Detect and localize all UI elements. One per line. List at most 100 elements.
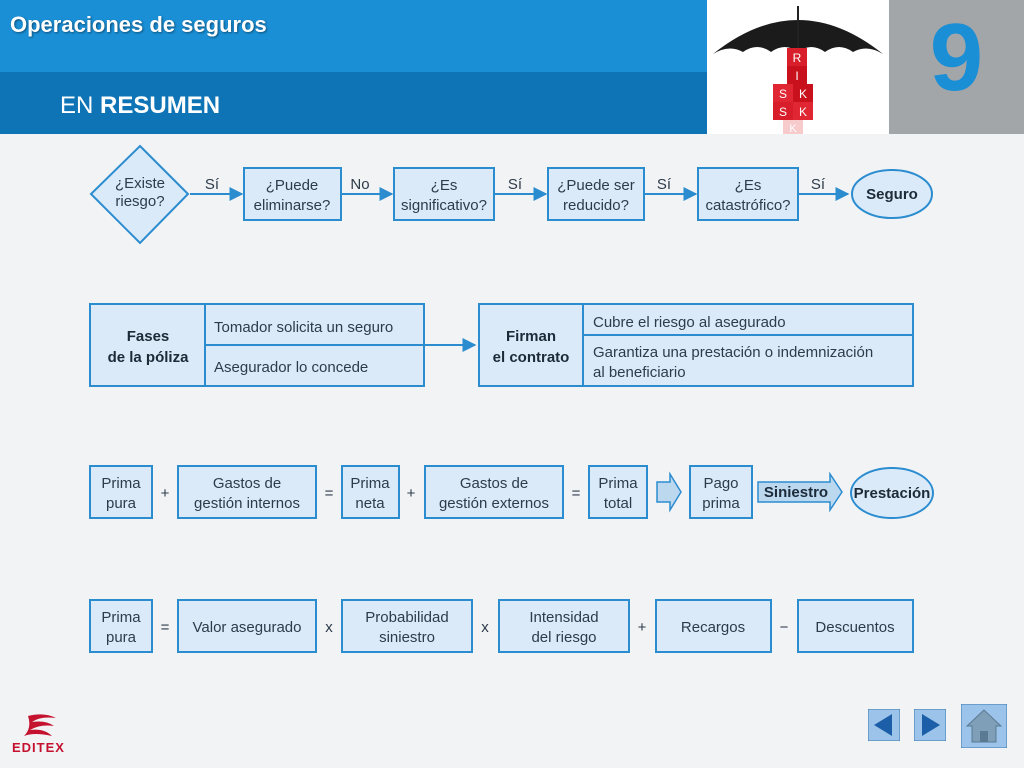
- header-bar: Operaciones de seguros: [0, 0, 707, 72]
- section-title: EN RESUMEN: [60, 92, 220, 120]
- term-pago-prima-line1: Pago: [703, 475, 738, 492]
- term-prima-neta-line1: Prima: [350, 475, 390, 492]
- edge-label-si-1: Sí: [205, 176, 220, 193]
- term-pago-prima: [689, 465, 753, 519]
- term-gastos-externos-line1: Gastos de: [460, 475, 528, 492]
- phase-asegurador-concede: Asegurador lo concede: [214, 359, 368, 376]
- event-siniestro: Siniestro: [764, 484, 828, 501]
- term-gastos-internos: [177, 465, 317, 519]
- siniestro-arrow: [757, 471, 843, 513]
- f4-prima-pura-line1: Prima: [101, 609, 141, 626]
- f4-operator-equals: =: [161, 619, 170, 636]
- box-es-catastrofico-line2: catastrófico?: [705, 197, 790, 214]
- term-pago-prima-line2: prima: [702, 495, 740, 512]
- term-prima-pura-line1: Prima: [101, 475, 141, 492]
- f4-operator-plus: +: [638, 619, 647, 636]
- f4-recargos-label: Recargos: [681, 619, 745, 636]
- chapter-number-panel: 9: [889, 0, 1024, 134]
- phases-label-line2: de la póliza: [108, 349, 190, 366]
- cube-letter-k: K: [799, 87, 807, 101]
- phases-label-line1: Fases: [127, 328, 170, 345]
- term-gastos-externos-line2: gestión externos: [439, 495, 549, 512]
- cube-letter-k2: K: [799, 105, 807, 119]
- term-prima-pura: [89, 465, 153, 519]
- f4-intensidad-line1: Intensidad: [529, 609, 598, 626]
- contract-box: [478, 303, 914, 387]
- term-prima-total-line2: total: [604, 495, 632, 512]
- cube-letter-i: I: [795, 69, 798, 83]
- next-slide-button[interactable]: [913, 708, 947, 742]
- operator-plus-1: +: [161, 485, 170, 502]
- editex-logo-text: EDITEX: [12, 740, 65, 755]
- chapter-number: 9: [929, 4, 984, 111]
- f4-operator-minus: −: [780, 619, 789, 636]
- box-es-catastrofico-line1: ¿Es: [735, 177, 762, 194]
- decision-flow: ¿Existe riesgo? Sí ¿Puede eliminarse? No…: [89, 144, 933, 245]
- term-gastos-externos: [424, 465, 564, 519]
- section-title-prefix: EN: [60, 92, 94, 119]
- cube-letter-k3: K: [789, 123, 797, 134]
- effect-garantiza-line1: Garantiza una prestación o indemnización: [593, 344, 873, 361]
- f4-probabilidad-siniestro: [341, 599, 473, 653]
- decision-existe-riesgo-line2: riesgo?: [115, 193, 164, 210]
- arrow-right-icon: [913, 708, 947, 742]
- edge-label-si-4: Sí: [811, 176, 826, 193]
- decision-existe-riesgo: [89, 144, 190, 245]
- term-gastos-internos-line2: gestión internos: [194, 495, 300, 512]
- home-button[interactable]: [960, 703, 1008, 749]
- policy-phases: Fases de la póliza Tomador solicita un s…: [89, 303, 914, 387]
- effect-garantiza-line2: al beneficiario: [593, 364, 686, 381]
- prev-slide-button[interactable]: [867, 708, 901, 742]
- terminal-seguro: [851, 169, 933, 219]
- terminal-seguro-label: Seguro: [866, 186, 918, 203]
- risk-umbrella-image: R I S K S K K: [707, 0, 889, 135]
- f4-prima-pura: [89, 599, 153, 653]
- box-puede-ser-reducido-line1: ¿Puede ser: [557, 177, 635, 194]
- contract-label-line2: el contrato: [493, 349, 570, 366]
- editex-logo-icon: [24, 714, 56, 736]
- f4-valor-asegurado-label: Valor asegurado: [193, 619, 302, 636]
- edge-label-si-2: Sí: [508, 176, 523, 193]
- box-es-significativo: [393, 167, 495, 221]
- f4-intensidad-line2: del riesgo: [531, 629, 596, 646]
- term-prima-total: [588, 465, 648, 519]
- section-title-main: RESUMEN: [100, 92, 221, 119]
- edge-label-no: No: [350, 176, 369, 193]
- edge-label-si-3: Sí: [657, 176, 672, 193]
- term-prima-total-line1: Prima: [598, 475, 638, 492]
- term-prima-neta-line2: neta: [355, 495, 385, 512]
- f4-recargos: [655, 599, 772, 653]
- term-gastos-internos-line1: Gastos de: [213, 475, 281, 492]
- f4-descuentos: [797, 599, 914, 653]
- page-title: Operaciones de seguros: [10, 12, 267, 37]
- box-puede-eliminarse-line2: eliminarse?: [254, 197, 331, 214]
- contract-label-line1: Firman: [506, 328, 556, 345]
- umbrella-illustration: R I S K S K K: [713, 6, 883, 135]
- cube-letter-s: S: [779, 87, 787, 101]
- terminal-prestacion: [850, 467, 934, 519]
- box-es-catastrofico: [697, 167, 799, 221]
- f4-probabilidad-line2: siniestro: [379, 629, 435, 646]
- decision-existe-riesgo-line1: ¿Existe: [115, 175, 165, 192]
- f4-valor-asegurado: [177, 599, 317, 653]
- box-puede-ser-reducido-line2: reducido?: [563, 197, 629, 214]
- arrow-left-icon: [867, 708, 901, 742]
- home-icon: [960, 703, 1008, 749]
- term-prima-pura-line2: pura: [106, 495, 137, 512]
- box-es-significativo-line1: ¿Es: [431, 177, 458, 194]
- premium-formula: Prima pura + Gastos de gestión internos …: [89, 465, 934, 519]
- effect-cubre-riesgo: Cubre el riesgo al asegurado: [593, 314, 786, 331]
- f4-operator-times-2: x: [481, 619, 489, 636]
- f4-intensidad-riesgo: [498, 599, 630, 653]
- f4-prima-pura-line2: pura: [106, 629, 137, 646]
- subheader-bar: EN RESUMEN: [0, 72, 707, 134]
- pure-premium-formula: Prima pura = Valor asegurado x Probabili…: [89, 599, 914, 653]
- cube-letter-r: R: [793, 51, 802, 65]
- box-puede-eliminarse-line1: ¿Puede: [266, 177, 319, 194]
- operator-equals-2: =: [572, 485, 581, 502]
- term-prima-neta: [341, 465, 400, 519]
- operator-equals-1: =: [325, 485, 334, 502]
- block-arrow-icon: [656, 471, 682, 513]
- box-es-significativo-line2: significativo?: [401, 197, 487, 214]
